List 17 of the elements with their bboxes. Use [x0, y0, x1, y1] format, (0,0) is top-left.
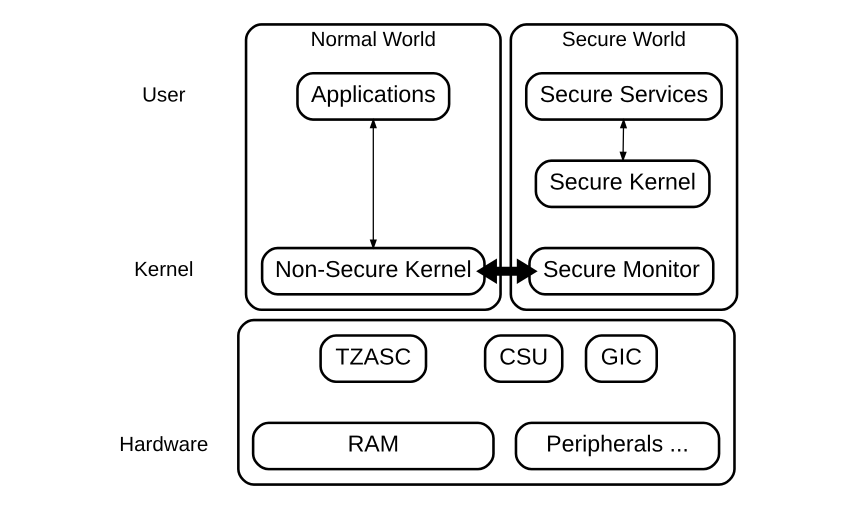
- label: User: [142, 82, 186, 106]
- node-box: Non-Secure Kernel: [260, 246, 486, 296]
- node-box: Secure Monitor: [528, 246, 715, 296]
- arrow: [476, 258, 538, 284]
- node-box: GIC: [584, 334, 658, 383]
- node-box: Secure Kernel: [534, 158, 711, 208]
- arrow: [620, 118, 628, 162]
- label: Kernel: [134, 258, 194, 281]
- cluster: [237, 318, 736, 486]
- node-box: Applications: [296, 71, 450, 120]
- node-box: Secure Services: [524, 71, 723, 120]
- arrow: [370, 117, 377, 250]
- label: Hardware: [119, 432, 208, 456]
- node-box: CSU: [484, 334, 564, 383]
- node-box: TZASC: [319, 334, 428, 383]
- node-box: RAM: [252, 421, 495, 470]
- node-box: Peripherals ...: [514, 421, 720, 470]
